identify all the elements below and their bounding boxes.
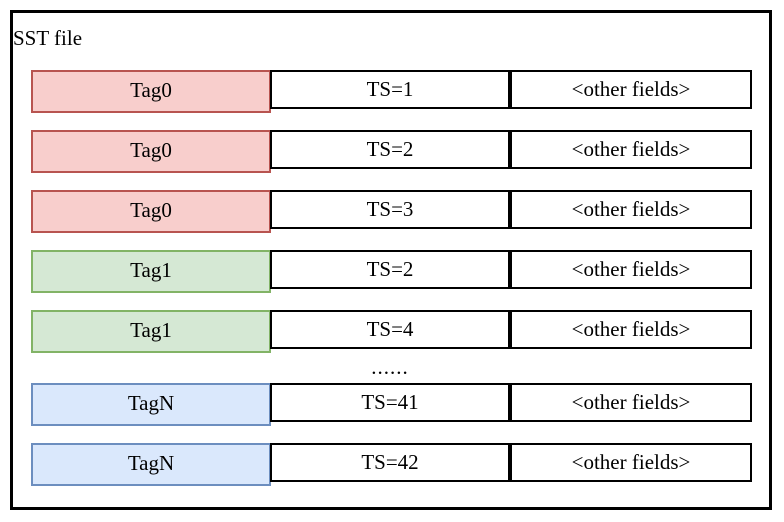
tag-cell: Tag0 (31, 130, 271, 173)
record-row: Tag0 TS=1 <other fields> (0, 70, 784, 113)
timestamp-cell: TS=1 (270, 70, 510, 109)
other-fields-cell: <other fields> (510, 70, 752, 109)
other-fields-cell: <other fields> (510, 190, 752, 229)
record-row: TagN TS=42 <other fields> (0, 443, 784, 486)
tag-cell: TagN (31, 383, 271, 426)
tag-cell: Tag1 (31, 310, 271, 353)
other-fields-cell: <other fields> (510, 130, 752, 169)
ellipsis: ...... (371, 355, 409, 379)
timestamp-cell: TS=42 (270, 443, 510, 482)
timestamp-cell: TS=2 (270, 130, 510, 169)
tag-cell: Tag1 (31, 250, 271, 293)
other-fields-cell: <other fields> (510, 250, 752, 289)
timestamp-cell: TS=3 (270, 190, 510, 229)
record-row: Tag1 TS=2 <other fields> (0, 250, 784, 293)
timestamp-cell: TS=4 (270, 310, 510, 349)
tag-cell: Tag0 (31, 190, 271, 233)
other-fields-cell: <other fields> (510, 443, 752, 482)
other-fields-cell: <other fields> (510, 383, 752, 422)
record-row: TagN TS=41 <other fields> (0, 383, 784, 426)
record-row: Tag1 TS=4 <other fields> (0, 310, 784, 353)
timestamp-cell: TS=41 (270, 383, 510, 422)
timestamp-cell: TS=2 (270, 250, 510, 289)
record-row: Tag0 TS=2 <other fields> (0, 130, 784, 173)
record-row: Tag0 TS=3 <other fields> (0, 190, 784, 233)
sst-file-label: SST file (13, 26, 83, 50)
other-fields-cell: <other fields> (510, 310, 752, 349)
tag-cell: TagN (31, 443, 271, 486)
tag-cell: Tag0 (31, 70, 271, 113)
